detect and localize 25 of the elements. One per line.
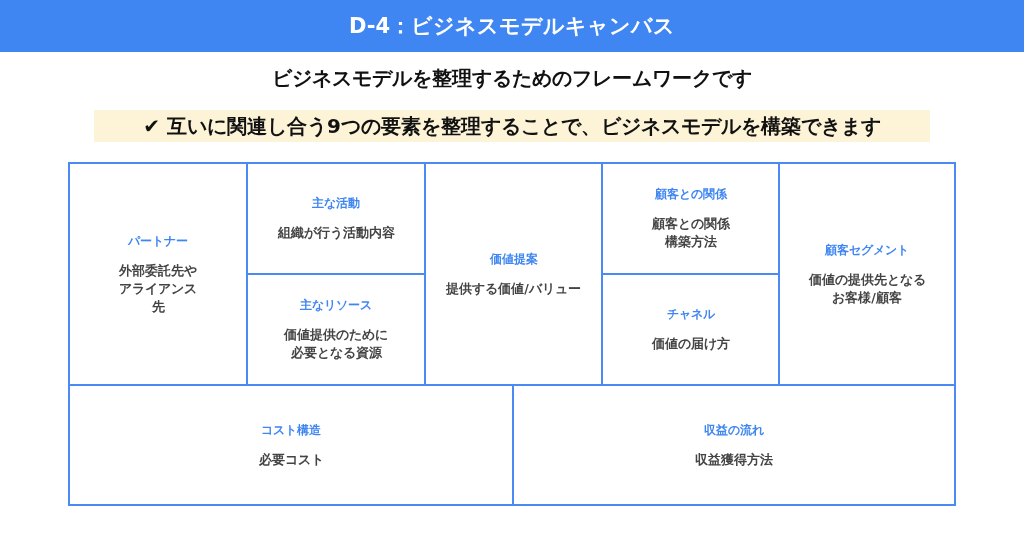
block-description: 組織が行う活動内容 xyxy=(277,224,395,242)
block-description: 顧客との関係構築方法 xyxy=(650,215,731,251)
canvas-block xyxy=(512,384,956,506)
highlight-note: ✔ 互いに関連し合う9つの要素を整理することで、ビジネスモデルを構築できます xyxy=(94,110,930,142)
block-description: 価値の提供先となるお客様/顧客 xyxy=(808,270,926,307)
block-description: 提供する価値/バリュー xyxy=(446,279,581,298)
block-heading: 顧客との関係 xyxy=(654,186,727,203)
block-description: 価値の届け方 xyxy=(651,335,730,353)
canvas-block xyxy=(68,162,248,386)
block-heading: 収益の流れ xyxy=(704,421,764,439)
block-heading: 顧客セグメント xyxy=(825,241,909,259)
block-heading: 主な活動 xyxy=(312,195,360,212)
canvas-block xyxy=(68,384,514,506)
block-heading: パートナー xyxy=(128,232,188,250)
block-description: 外部委託先やアライアンス先 xyxy=(118,261,198,316)
block-heading: 主なリソース xyxy=(300,297,372,314)
title-banner: D-4：ビジネスモデルキャンバス xyxy=(0,0,1024,52)
block-description: 必要コスト xyxy=(258,450,324,469)
subtitle: ビジネスモデルを整理するためのフレームワークです xyxy=(271,65,753,92)
block-description: 収益獲得方法 xyxy=(695,450,773,469)
block-heading: コスト構造 xyxy=(261,421,321,439)
block-heading: チャネル xyxy=(666,306,715,323)
canvas-block xyxy=(778,162,956,386)
block-heading: 価値提案 xyxy=(489,250,538,268)
block-description: 価値提供のために必要となる資源 xyxy=(284,326,388,362)
